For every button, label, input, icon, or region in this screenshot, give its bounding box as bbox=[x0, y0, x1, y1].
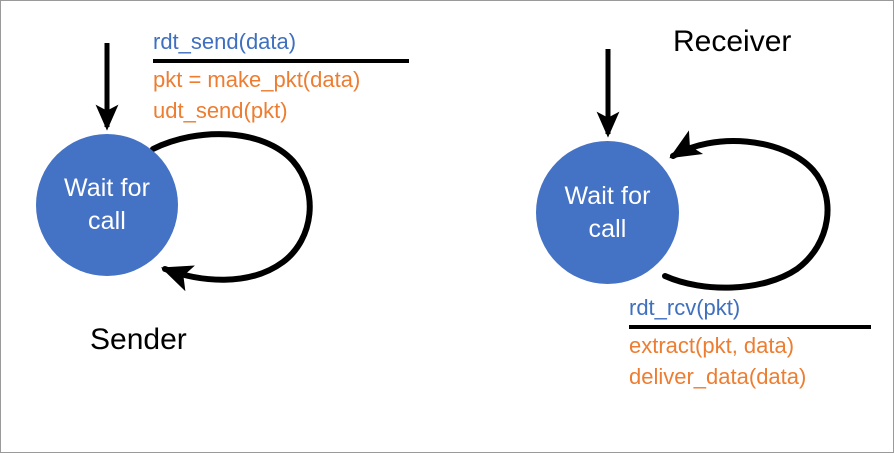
sender-state-label-line2: call bbox=[88, 207, 126, 235]
sender-transition-event: rdt_send(data) bbox=[153, 29, 297, 54]
sender-transition-action-2: udt_send(pkt) bbox=[153, 97, 288, 123]
receiver-title: Receiver bbox=[673, 25, 792, 58]
sender-transition-block: rdt_send(data) pkt = make_pkt(data) udt_… bbox=[153, 27, 409, 126]
sender-state-wait-for-call[interactable]: Wait for call bbox=[36, 134, 178, 276]
receiver-transition-action-1: extract(pkt, data) bbox=[629, 332, 795, 358]
receiver-transition-action-2: deliver_data(data) bbox=[629, 363, 807, 389]
sender-transition-divider bbox=[153, 58, 409, 63]
receiver-state-label-line2: call bbox=[588, 214, 627, 243]
sender-transition-action-1: pkt = make_pkt(data) bbox=[153, 66, 361, 92]
receiver-transition-divider bbox=[629, 324, 871, 329]
receiver-state-wait-for-call[interactable]: Wait for call bbox=[536, 141, 679, 284]
receiver-state-label-line1: Wait for bbox=[564, 181, 651, 210]
receiver-self-loop-arrow-icon bbox=[662, 130, 831, 291]
sender-title: Sender bbox=[90, 323, 187, 356]
receiver-transition-event: rdt_rcv(pkt) bbox=[629, 295, 741, 320]
sender-state-label-line1: Wait for bbox=[64, 174, 150, 202]
receiver-transition-block: rdt_rcv(pkt) extract(pkt, data) deliver_… bbox=[629, 293, 871, 392]
